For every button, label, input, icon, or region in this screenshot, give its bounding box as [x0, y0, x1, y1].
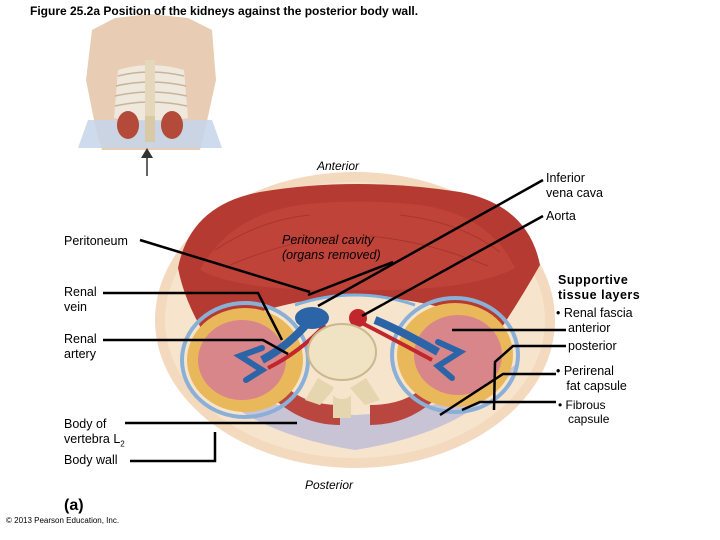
renal-fascia-posterior-label: posterior: [568, 339, 617, 353]
vertebra-label: Body of vertebra L2: [64, 417, 125, 452]
figure-title: Figure 25.2a Position of the kidneys aga…: [30, 4, 419, 18]
anterior-label: Anterior: [317, 159, 360, 173]
torso-inset: [78, 14, 222, 176]
vertebra-subscript: 2: [120, 439, 125, 449]
panel-label: (a): [64, 497, 84, 514]
leader-lines: [103, 178, 566, 463]
renal-fascia-anterior-label: anterior: [568, 321, 611, 335]
ivc-label: Inferior vena cava: [546, 171, 603, 200]
fibrous-capsule-label: • Fibrous capsule: [558, 398, 610, 426]
peritoneum-label: Peritoneum: [64, 234, 128, 248]
renal-vein-label: Renal vein: [64, 285, 97, 314]
peritoneal-cavity-label: Peritoneal cavity (organs removed): [282, 233, 381, 262]
vertebra-shape: [305, 323, 380, 418]
aorta-label: Aorta: [546, 209, 576, 223]
perirenal-fat-label: • Perirenal fat capsule: [556, 364, 627, 393]
copyright-text: © 2013 Pearson Education, Inc.: [6, 516, 120, 525]
vertebra-label-text: Body of vertebra L: [64, 417, 121, 446]
renal-fascia-label: • Renal fascia: [556, 306, 633, 320]
cross-section: [155, 172, 555, 468]
body-wall-label: Body wall: [64, 453, 118, 467]
supportive-tissue-label: Supportive tissue layers: [558, 273, 641, 302]
renal-artery-label: Renal artery: [64, 332, 97, 361]
posterior-label: Posterior: [305, 478, 354, 492]
